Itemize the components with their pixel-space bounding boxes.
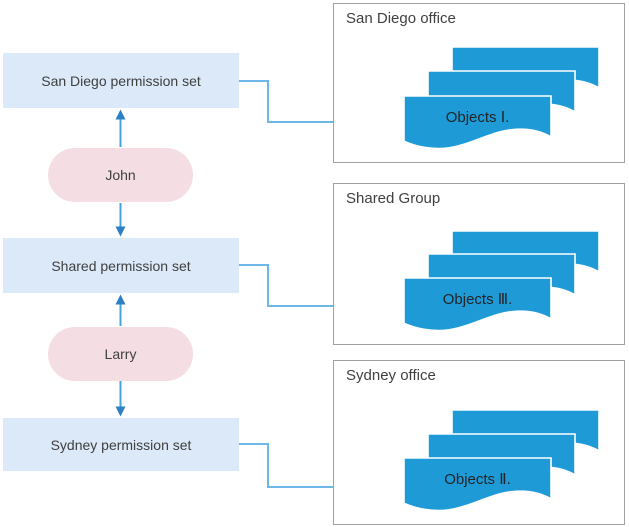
user-label: Larry <box>104 346 137 362</box>
office-title: Sydney office <box>346 367 436 384</box>
permission-set-box-shared: Shared permission set <box>3 238 239 293</box>
document-shape-front <box>403 277 552 332</box>
document-shape-front <box>403 95 552 150</box>
document-shape-front <box>403 457 552 512</box>
permission-set-label: Sydney permission set <box>50 436 192 453</box>
permission-set-box-san-diego: San Diego permission set <box>3 53 239 108</box>
permission-set-label: Shared permission set <box>51 257 191 274</box>
user-label: John <box>105 167 136 183</box>
user-capsule-john: John <box>48 148 193 202</box>
permission-set-box-sydney: Sydney permission set <box>3 418 239 471</box>
permission-set-label: San Diego permission set <box>41 72 201 89</box>
office-title: Shared Group <box>346 190 441 207</box>
office-title: San Diego office <box>346 10 456 27</box>
user-capsule-larry: Larry <box>48 327 193 381</box>
